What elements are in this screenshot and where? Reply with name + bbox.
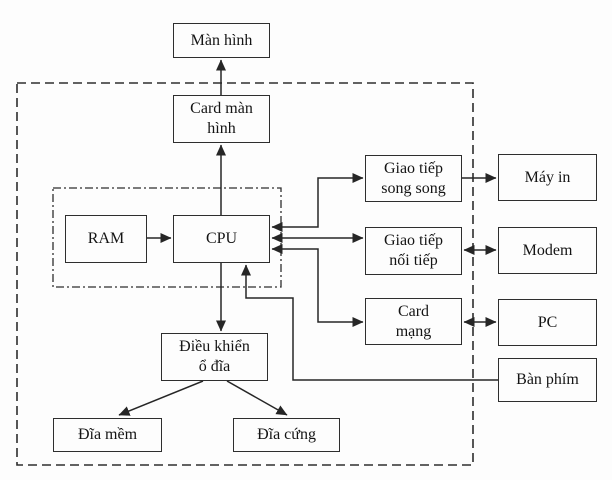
node-man-hinh: Màn hình [173,23,270,58]
node-may-in: Máy in [498,154,597,201]
node-ban-phim: Bàn phím [498,358,597,402]
edge-dieukhienodia-to-diacung [226,380,288,416]
node-giao-tiep-noi-tiep: Giao tiếp nối tiếp [365,227,462,275]
node-ram: RAM [65,215,147,263]
system-boundary-dashed-box [16,82,474,466]
node-pc: PC [498,299,597,346]
node-giao-tiep-song-song: Giao tiếp song song [365,155,462,202]
edge-dieukhienodia-to-diamem [118,380,204,416]
edge-banphim-to-cpu [241,264,498,381]
node-dia-cung: Đĩa cứng [233,418,340,452]
edge-cpu-cardmang [271,244,364,327]
node-cpu: CPU [173,215,270,263]
node-card-mang: Card mạng [365,298,462,345]
node-dieu-khien-o-dia: Điều khiển ổ đĩa [161,333,268,381]
node-modem: Modem [498,227,597,274]
edge-cpu-giaotiepsongsong [271,173,364,232]
node-card-man-hinh: Card màn hình [173,95,270,143]
node-dia-mem: Đĩa mềm [53,418,162,452]
